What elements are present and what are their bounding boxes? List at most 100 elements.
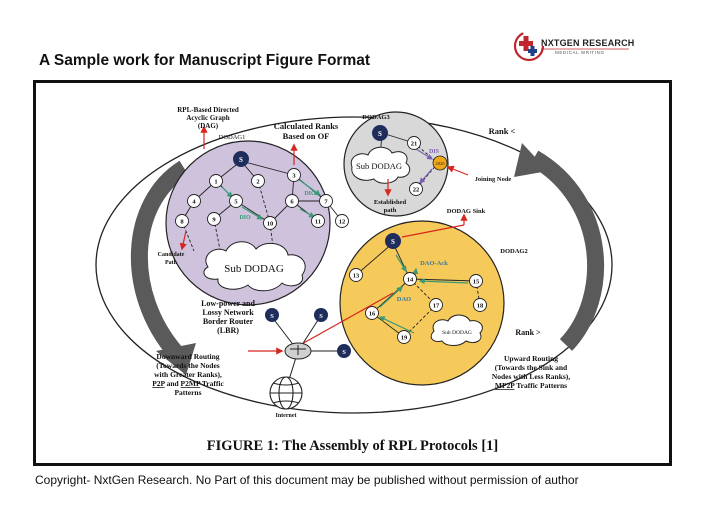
dodag2-node-18-label: 18 [477, 303, 484, 310]
dodag1-node-2-label: 2 [256, 179, 259, 186]
logo-name: NXTGEN RESEARCH [541, 38, 635, 48]
dodag1-node-2 [251, 174, 265, 188]
dodag2-node-13-label: 13 [353, 273, 360, 280]
node-sink-dodag2 [385, 233, 401, 249]
label-rpl-dag-3: (DAG) [198, 122, 219, 130]
dio-arrows [221, 178, 321, 220]
label-internet: Internet [276, 413, 297, 419]
dodag1-node-1-label: 1 [214, 179, 217, 186]
lbr-node-s2-label: S [319, 313, 323, 320]
dodag2-node-19-label: 19 [401, 335, 408, 342]
sub-dodag-cloud-yellow [430, 314, 483, 346]
candidate-path-arrow [179, 230, 187, 251]
label-down-2: (Towards the Nodes [156, 361, 220, 370]
label-candidate-1: Candidate [158, 252, 185, 258]
label-rpl-dag-1: RPL-Based Directed [177, 106, 239, 114]
node-sink-dodag1-label: S [239, 156, 243, 164]
label-candidate-2: Path [165, 260, 178, 266]
label-dodag3: DODAG3 [362, 114, 390, 121]
dis-arrow [415, 148, 434, 160]
lbr-node-s3 [337, 344, 351, 358]
lbr-node-s2 [314, 308, 328, 322]
label-up-3: Nodes with Less Ranks), [492, 372, 570, 381]
dodag2-node-13 [349, 268, 363, 282]
dodag2-node-16 [365, 306, 379, 320]
lbr-node-s1 [265, 308, 279, 322]
label-rank-top: Rank < [489, 126, 516, 136]
label-up-mp2p: MP2P [495, 381, 515, 390]
joining-node-label: 2020 [436, 161, 446, 166]
label-dao: DAO [397, 296, 411, 303]
dodag1-node-11 [311, 214, 325, 228]
label-rank-bottom: Rank > [515, 328, 541, 337]
logo-cross-icon [513, 30, 629, 62]
label-down-3: with Greater Ranks), [154, 370, 222, 379]
label-up-2: (Towards the Sink and [495, 363, 568, 372]
label-down-and: and [165, 379, 181, 388]
downward-big-arrow-head [156, 343, 196, 375]
upward-big-arrow [529, 150, 605, 351]
dodag2-node-15 [469, 274, 483, 288]
label-dis: DIS [429, 149, 440, 155]
label-established-2: path [384, 207, 397, 214]
dodag2-node-17-label: 17 [433, 303, 440, 310]
label-rpl-dag-2: Acyclic Graph [186, 114, 229, 122]
dodag1-node-9-label: 9 [212, 217, 216, 224]
dodag3-node-21 [407, 136, 421, 150]
internet-globe-icon [269, 376, 303, 410]
label-up-traffic: Traffic Patterns [514, 381, 567, 390]
dodag1-node-11-label: 11 [315, 219, 321, 226]
dodag1-node-12 [335, 214, 349, 228]
dodag3-node-22 [409, 182, 423, 196]
joining-node [432, 155, 448, 171]
label-dio-2: DIO [304, 191, 316, 197]
dodag2-region [339, 220, 505, 386]
dodag1-node-12-label: 12 [339, 219, 346, 226]
lbr-router-arrows-icon [290, 345, 306, 355]
dodag1-node-10 [263, 216, 277, 230]
page-title: A Sample work for Manuscript Figure Form… [39, 52, 371, 69]
dodag1-node-8 [175, 214, 189, 228]
dodag1-node-7-label: 7 [324, 199, 328, 206]
dodag1-node-8-label: 8 [180, 219, 184, 226]
node-sink-dodag3 [372, 125, 388, 141]
sub-dodag-cloud-grey [350, 146, 411, 184]
downward-big-arrow [131, 160, 189, 359]
dodag1-node-6 [285, 194, 299, 208]
label-lbr-4: (LBR) [217, 326, 239, 335]
dodag1-node-1 [209, 174, 223, 188]
dodag1-node-5-label: 5 [234, 199, 238, 206]
node-sink-dodag1 [233, 151, 249, 167]
label-dodag2: DODAG2 [500, 248, 527, 255]
joining-node-arrow [446, 165, 469, 176]
upward-big-arrow-head [514, 143, 548, 177]
label-sub-dodag-yellow: Sub DODAG [442, 330, 472, 336]
label-dio-1: DIO [239, 215, 251, 221]
label-joining-node: Joining Node [475, 176, 512, 183]
label-up-4: MP2P Traffic Patterns [495, 381, 567, 390]
label-sub-dodag-purple: Sub DODAG [224, 263, 284, 275]
dodag1-node-3 [287, 168, 301, 182]
dodag2-node-14-label: 14 [407, 277, 414, 284]
label-down-p2mp: P2MP [181, 379, 201, 388]
dodag1-node-4 [187, 194, 201, 208]
label-lbr-2: Lossy Network [202, 308, 254, 317]
sub-dodag-cloud-purple [203, 241, 306, 292]
label-dodag-sink: DODAG Sink [447, 208, 486, 215]
dodag2-node-15-label: 15 [473, 279, 480, 286]
label-down-4: P2P and P2MP Traffic [152, 379, 224, 388]
dodag3-node-22-label: 22 [413, 187, 420, 194]
label-established-1: Established [374, 199, 407, 206]
copyright-notice: Copyright- NxtGen Research. No Part of t… [35, 473, 579, 487]
label-calc-ranks-1: Calculated Ranks [274, 121, 339, 131]
dodag2-node-14 [403, 272, 417, 286]
label-lbr-3: Border Router [203, 317, 254, 326]
label-lbr-1: Low-power and [201, 299, 255, 308]
dis-arrow-2 [419, 168, 433, 184]
dodag2-node-19 [397, 330, 411, 344]
